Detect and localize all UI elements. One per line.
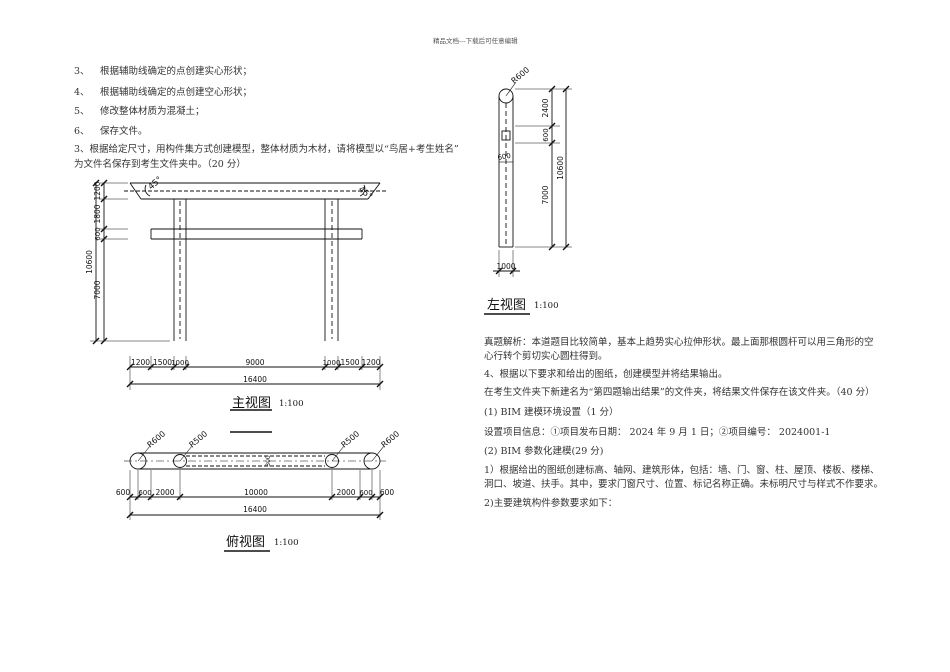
hdim-label: 2000 <box>336 488 355 497</box>
angle-label: 45° <box>147 175 165 192</box>
vdim-label: 1800 <box>93 204 102 223</box>
radius-label: R600 <box>380 429 402 449</box>
radius-label: R600 <box>510 65 532 85</box>
vdim-total-label: 10600 <box>556 156 565 180</box>
analysis-line-2: 心行转个剪切实心圆柱得到。 <box>484 351 608 362</box>
page-header: 精品文档---下载后可任意编辑 <box>433 37 518 45</box>
item-1-line-1: 1）根据给出的图纸创建标高、轴网、建筑形体，包括：墙、门、窗、柱、屋顶、楼板、楼… <box>484 465 880 476</box>
item-2: 2)主要建筑构件参数要求如下： <box>484 498 618 509</box>
radius-label: R500 <box>340 429 362 449</box>
top-view-drawing <box>124 445 386 552</box>
hdim-label: 600 <box>138 489 151 497</box>
radius-label: R500 <box>188 429 210 449</box>
step-text: 根据辅助线确定的点创建实心形状； <box>100 66 253 77</box>
hdim-label: 1000 <box>323 359 341 367</box>
hdim-total-label: 16400 <box>243 505 267 514</box>
view-title: 主视图 <box>232 396 271 411</box>
vdim-label: 600 <box>542 128 550 141</box>
front-view-drawing <box>90 179 386 433</box>
hdim-label: 1200 <box>131 358 150 367</box>
step-number: 3、 <box>74 66 90 77</box>
hdim-label: 1000 <box>171 359 189 367</box>
view-scale: 1:100 <box>279 399 304 409</box>
step-item: 5、修改整体材质为混凝土； <box>74 103 205 117</box>
hdim-label: 600 <box>116 488 131 497</box>
vdim-label: 7000 <box>93 280 102 299</box>
hdim-label: 1500 <box>340 358 359 367</box>
hdim-label: 600 <box>380 488 395 497</box>
view-scale: 1:100 <box>274 538 299 548</box>
hdim-total-label: 16400 <box>243 375 267 384</box>
project-info: 设置项目信息：①项目发布日期： 2024 年 9 月 1 日；②项目编号： 20… <box>484 427 831 438</box>
question-4: 4、根据以下要求和给出的图纸，创建模型并将结果输出。 <box>484 369 728 380</box>
analysis-line-1: 真题解析：本道题目比较简单，基本上趋势实心拉伸形状。最上面那根圆杆可以用三角形的… <box>484 337 874 348</box>
radius-label: R600 <box>146 429 168 449</box>
bottom-dim-label: 1000 <box>496 262 515 271</box>
view-scale: 1:100 <box>534 301 559 311</box>
hdim-label: 1200 <box>361 358 380 367</box>
hdim-label: 600 <box>359 489 372 497</box>
view-title: 俯视图 <box>226 534 265 550</box>
step-number: 5、 <box>74 106 90 117</box>
hdim-label: 9000 <box>245 358 264 367</box>
vdim-label: 7000 <box>541 185 550 204</box>
mid-dim-label: 300 <box>265 455 272 467</box>
bim-param-heading: (2) BIM 参数化建模(29 分) <box>484 446 604 457</box>
step-item: 4、根据辅助线确定的点创建空心形状； <box>74 84 252 98</box>
question-3-line-2: 为文件名保存到考生文件夹中。（20 分） <box>74 159 246 170</box>
top-view-labels: R600 R500 R500 R600 300 600 600 2000 100… <box>116 429 401 550</box>
left-view-drawing <box>484 81 572 315</box>
step-item: 6、保存文件。 <box>74 123 148 137</box>
step-item: 3、根据辅助线确定的点创建实心形状； <box>74 63 252 77</box>
item-1-line-2: 洞口、坡道、扶手。其中，要求门窗尺寸、位置、标记名称正确。未标明尺寸与样式不作要… <box>484 479 884 490</box>
width-label: 600 <box>497 152 512 162</box>
vdim-label: 2400 <box>541 98 550 117</box>
step-number: 4、 <box>74 87 90 98</box>
hdim-label: 10000 <box>244 488 268 497</box>
question-4-folder: 在考生文件夹下新建名为“第四题输出结果”的文件夹，将结果文件保存在该文件夹。（4… <box>484 387 875 398</box>
question-3-line-1: 3、根据给定尺寸，用构件集方式创建模型，整体材质为木材，请将模型以“鸟居+考生姓… <box>74 144 459 155</box>
front-view-labels: 45° 45° 1200 1800 600 7000 10600 1200 15… <box>85 175 381 411</box>
bim-env-heading: (1) BIM 建模环境设置（1 分） <box>484 407 619 418</box>
hdim-label: 2000 <box>155 488 174 497</box>
step-text: 保存文件。 <box>100 126 148 137</box>
hdim-label: 1500 <box>153 358 172 367</box>
vdim-total-label: 10600 <box>85 250 94 274</box>
step-text: 根据辅助线确定的点创建空心形状； <box>100 87 253 98</box>
view-title: 左视图 <box>487 298 526 313</box>
vdim-label: 1200 <box>93 181 102 200</box>
step-number: 6、 <box>74 126 90 137</box>
step-text: 修改整体材质为混凝土； <box>100 106 205 117</box>
vdim-label: 600 <box>94 227 102 240</box>
